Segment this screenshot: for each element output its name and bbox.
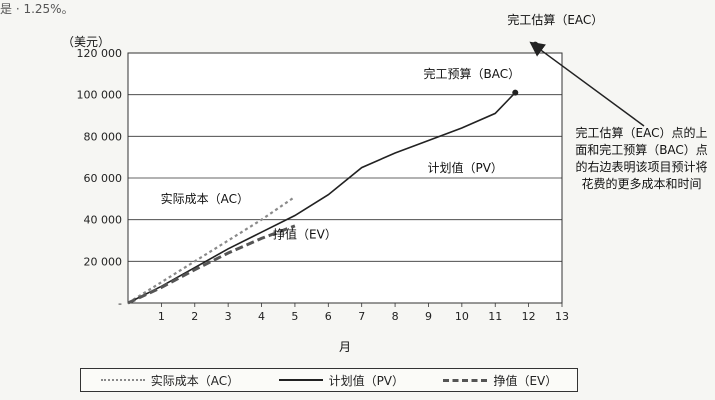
y-tick-label: 40 000 <box>84 214 123 227</box>
x-axis-label: 月 <box>339 340 351 354</box>
x-tick-label: 7 <box>358 310 365 323</box>
x-tick-label: 5 <box>291 310 298 323</box>
x-tick-label: 11 <box>488 310 502 323</box>
y-tick-label: 100 000 <box>77 89 123 102</box>
x-tick-label: 2 <box>191 310 198 323</box>
y-tick-label: 20 000 <box>84 255 123 268</box>
y-tick-label: - <box>118 297 122 310</box>
top-text: 是 · 1.25%。 <box>0 2 74 16</box>
eac-pointer-arrow <box>529 41 645 127</box>
x-tick-label: 3 <box>225 310 232 323</box>
y-tick-label: 80 000 <box>84 130 123 143</box>
y-tick-label: 120 000 <box>77 47 123 60</box>
y-tick-label: 60 000 <box>84 172 123 185</box>
legend-label-ac: 实际成本（AC） <box>150 373 240 388</box>
series-line-pv <box>127 92 516 304</box>
x-tick-label: 9 <box>425 310 432 323</box>
legend-swatch-ev <box>443 378 488 382</box>
legend-item-ev: 挣值（EV） <box>443 372 557 389</box>
legend: 实际成本（AC） 计划值（PV） 挣值（EV） <box>80 368 578 392</box>
x-tick-label: 8 <box>392 310 399 323</box>
annotation-ev: 挣值（EV） <box>273 226 337 241</box>
x-tick-label: 12 <box>522 310 536 323</box>
series-line-ac <box>127 195 296 304</box>
legend-item-ac: 实际成本（AC） <box>100 372 240 389</box>
legend-item-pv: 计划值（PV） <box>278 372 405 389</box>
side-note: 完工估算（EAC）点的上面和完工预算（BAC）点的右边表明该项目预计将花费的更多… <box>575 126 708 191</box>
bac-point <box>512 89 519 96</box>
annotation-ac: 实际成本（AC） <box>161 191 249 206</box>
legend-swatch-ac <box>100 379 145 381</box>
y-axis-label: （美元） <box>62 35 110 49</box>
x-tick-label: 1 <box>158 310 165 323</box>
x-tick-label: 13 <box>555 310 569 323</box>
grid-lines <box>128 52 562 304</box>
x-tick-label: 10 <box>455 310 469 323</box>
eac-point <box>532 41 539 48</box>
x-tick-label: 4 <box>258 310 265 323</box>
legend-swatch-pv <box>278 379 323 381</box>
series-lines <box>127 92 516 305</box>
series-line-ev <box>127 224 296 305</box>
annotation-bac: 完工预算（BAC） <box>424 66 521 81</box>
legend-label-pv: 计划值（PV） <box>328 373 405 388</box>
annotation-pv: 计划值（PV） <box>427 160 502 175</box>
legend-label-ev: 挣值（EV） <box>493 373 558 388</box>
x-tick-label: 6 <box>325 310 332 323</box>
y-axis-ticks: - 20 000 40 000 60 000 80 000 100 000 120 000 <box>77 47 123 310</box>
annotation-eac: 完工估算（EAC） <box>507 12 603 27</box>
